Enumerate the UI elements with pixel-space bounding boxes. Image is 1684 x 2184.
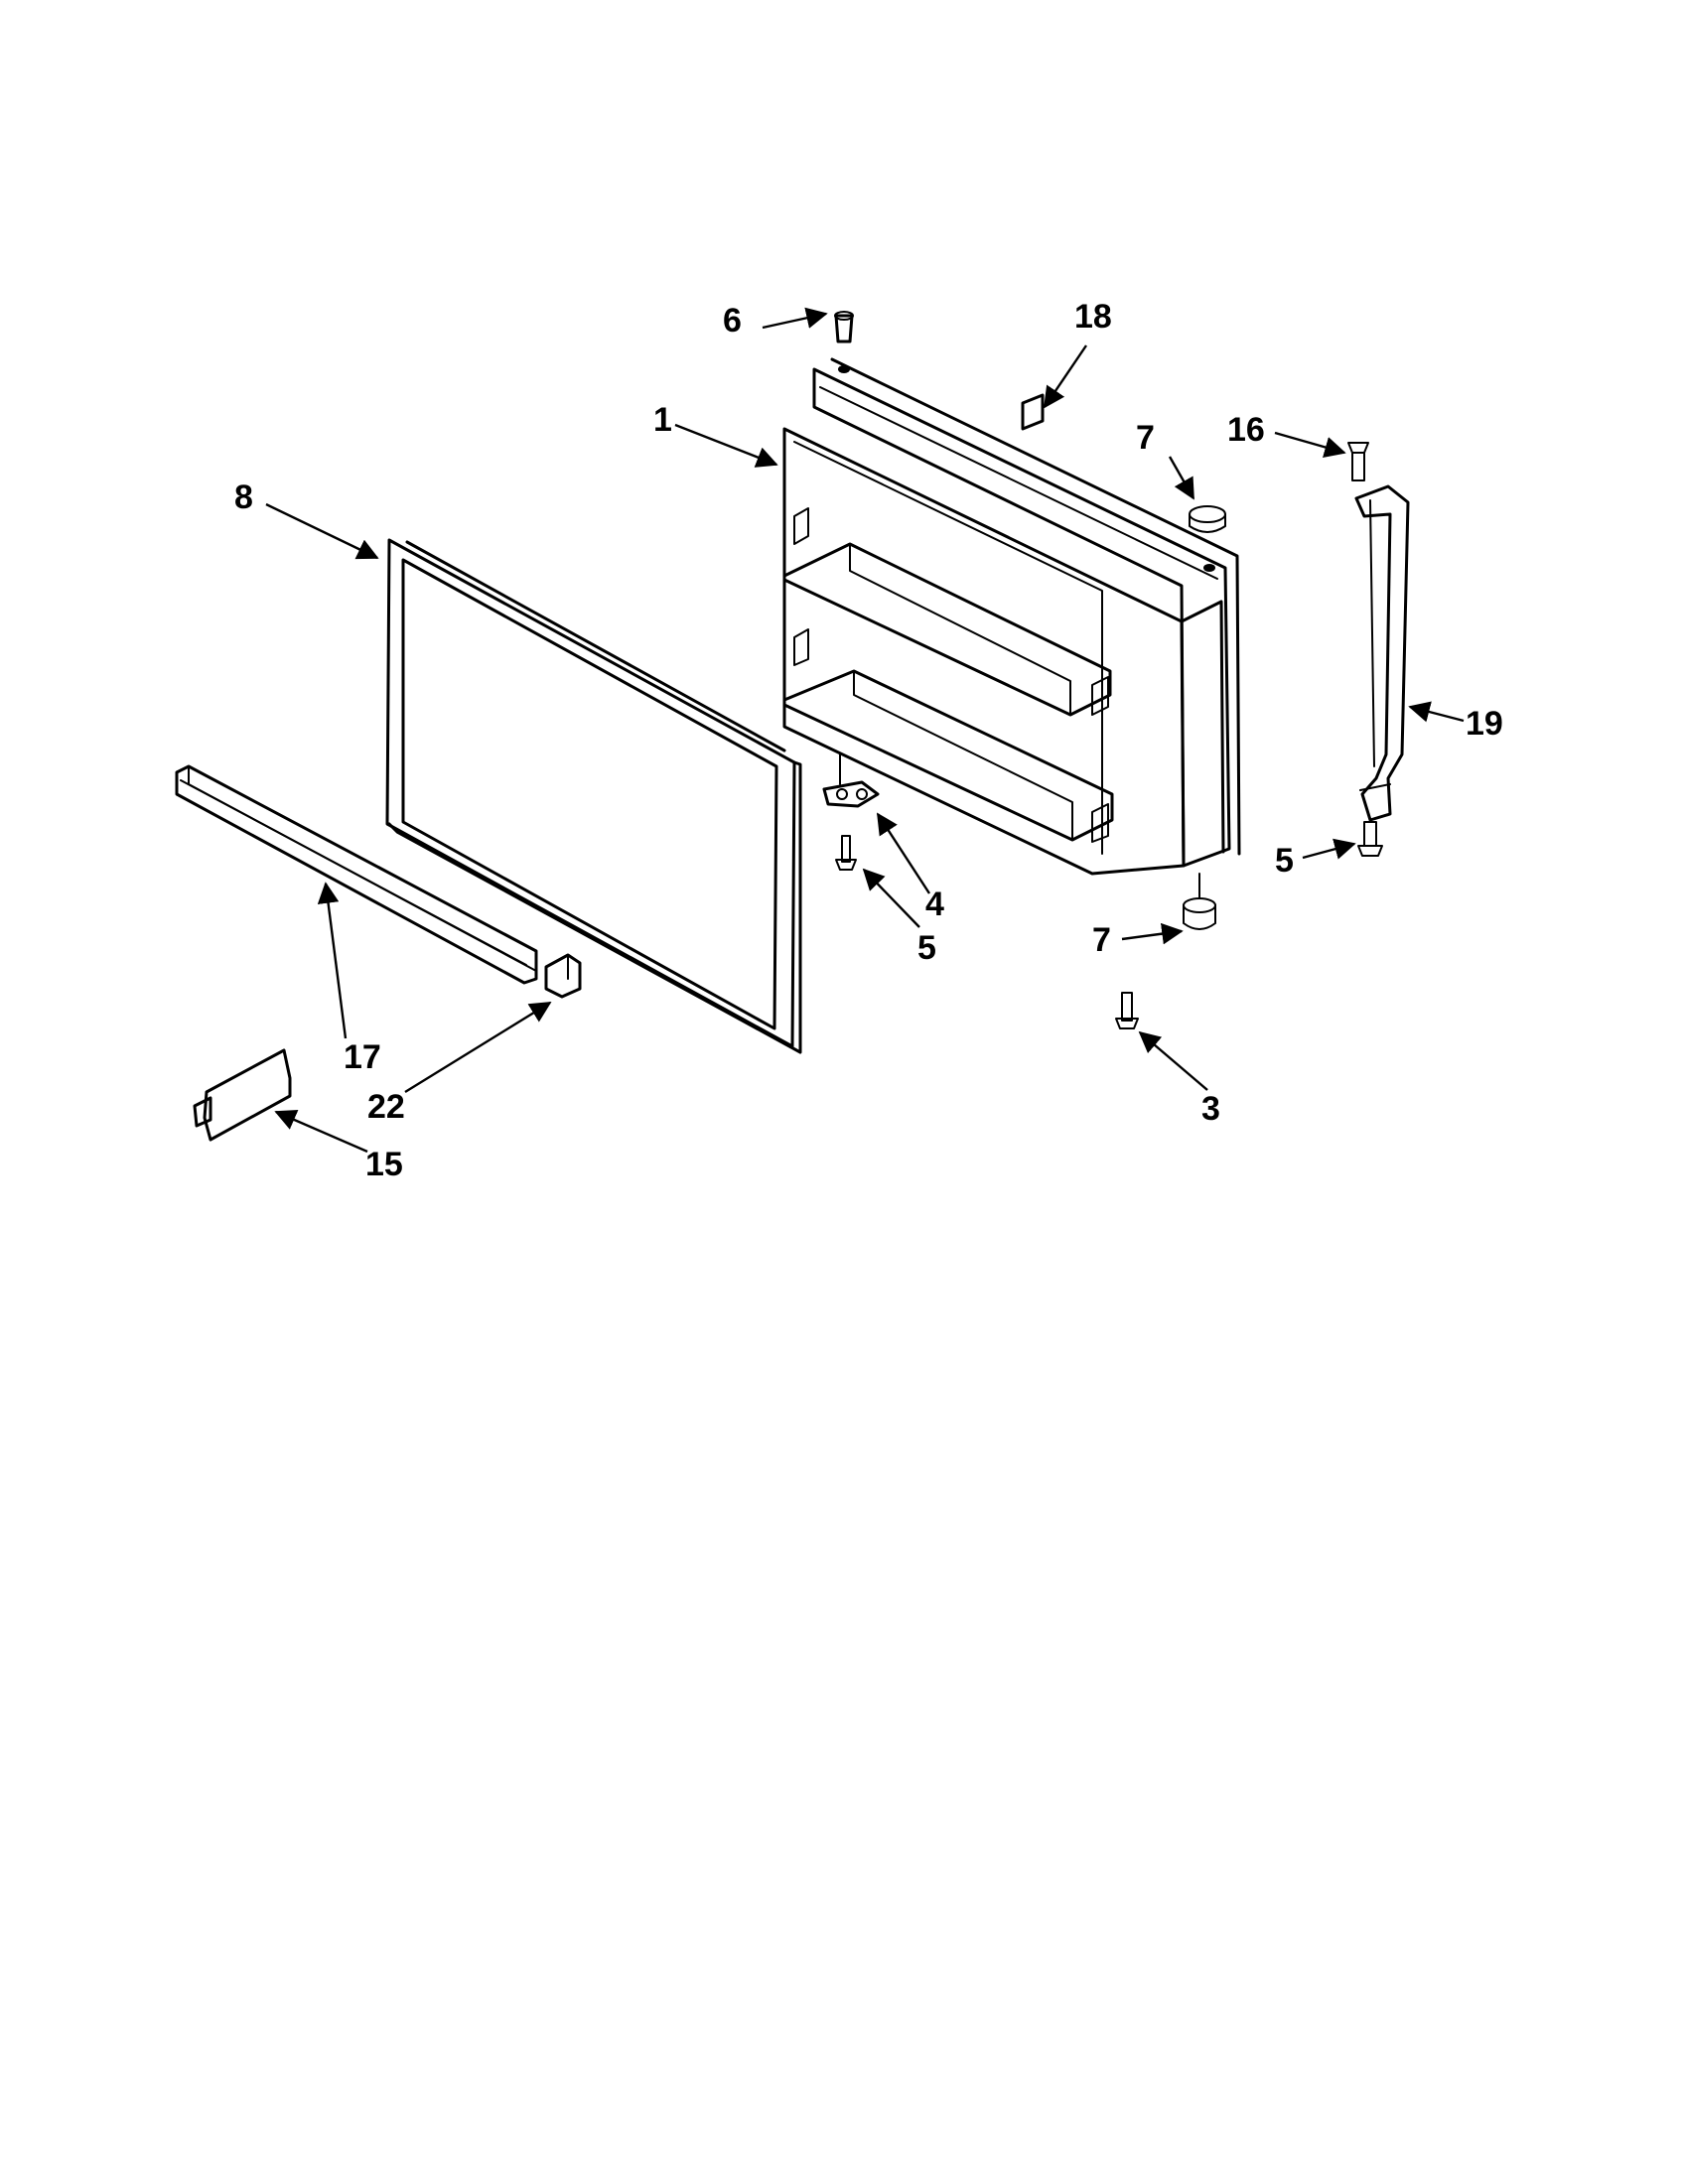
screw-handle-top bbox=[1347, 442, 1369, 481]
nameplate-label bbox=[1021, 393, 1045, 431]
leader-lines bbox=[265, 307, 1465, 1154]
callout-6: 6 bbox=[723, 302, 742, 340]
door-panel bbox=[782, 357, 1241, 876]
callout-4: 4 bbox=[925, 886, 944, 923]
callout-5-hinge: 5 bbox=[917, 929, 936, 967]
callout-15: 15 bbox=[365, 1146, 403, 1183]
trim-cover bbox=[193, 1048, 292, 1142]
screw-handle-bottom bbox=[1357, 821, 1383, 857]
callout-19: 19 bbox=[1466, 705, 1503, 743]
callout-1: 1 bbox=[653, 401, 672, 439]
bushing-lower bbox=[1183, 873, 1216, 930]
callout-16: 16 bbox=[1227, 411, 1265, 449]
callout-7-bushing: 7 bbox=[1092, 921, 1111, 959]
plug-top bbox=[834, 311, 854, 343]
callout-7-cap: 7 bbox=[1136, 419, 1155, 457]
callout-8: 8 bbox=[234, 478, 253, 516]
callout-labels: 1 3 4 5 5 6 7 7 8 15 16 17 18 19 22 bbox=[234, 298, 1503, 1183]
door-gasket bbox=[385, 538, 802, 1054]
cap-upper bbox=[1189, 505, 1226, 533]
callout-18: 18 bbox=[1074, 298, 1112, 336]
door-hinge bbox=[822, 753, 880, 808]
door-handle bbox=[1354, 484, 1410, 822]
callout-5-handle: 5 bbox=[1275, 842, 1294, 880]
callout-3: 3 bbox=[1201, 1090, 1220, 1128]
screw-hinge bbox=[835, 835, 857, 871]
door-trim bbox=[175, 764, 538, 985]
screw-bottom bbox=[1115, 992, 1139, 1029]
callout-17: 17 bbox=[344, 1038, 381, 1076]
callout-22: 22 bbox=[367, 1088, 405, 1126]
trim-end-cap bbox=[544, 953, 582, 999]
